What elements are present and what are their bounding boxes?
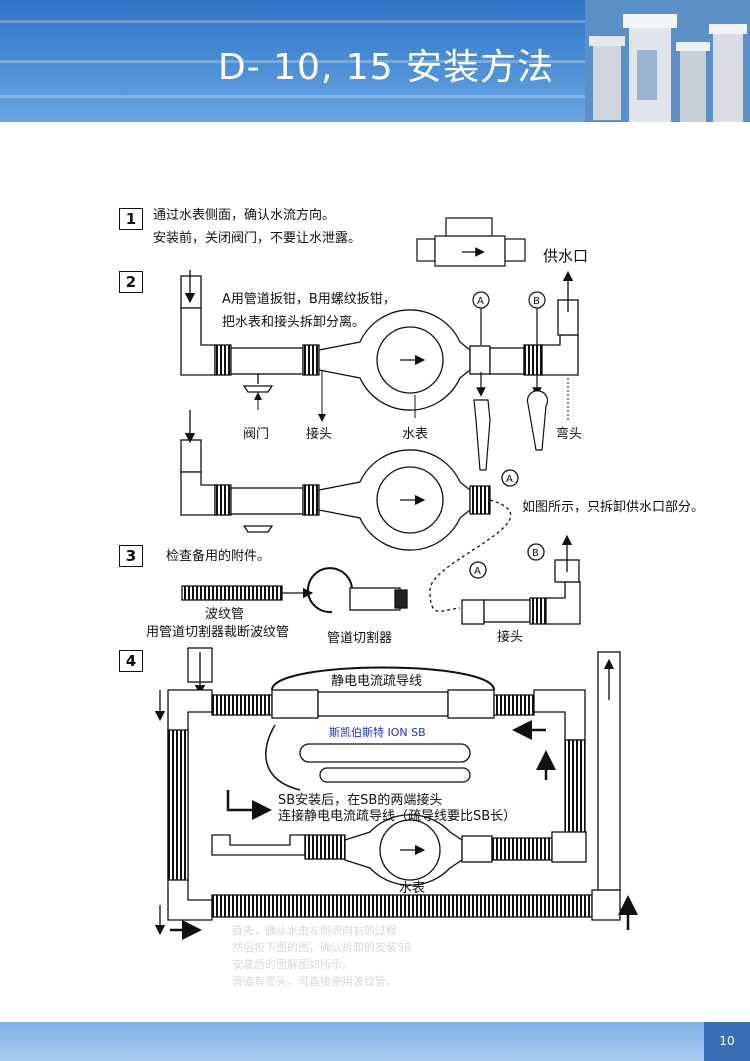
meter-side-view xyxy=(416,217,526,267)
faded-note: 首先，确认水由左侧流向右的过程 然后按下图的图，确认拆卸的安装SB 安装后的图解… xyxy=(232,922,412,990)
svg-text:B: B xyxy=(533,296,540,307)
step3-parts xyxy=(181,534,581,625)
step2-lower-assembly xyxy=(180,410,519,612)
step4-note-1: SB安装后，在SB的两端接头 xyxy=(278,793,443,808)
outlet-label: 供水口 xyxy=(543,247,589,265)
page-number: 10 xyxy=(704,1022,750,1061)
page-header: D- 10, 15 安装方法 xyxy=(0,0,750,122)
faded-line-1: 首先，确认水由左侧流向右的过程 xyxy=(232,924,397,937)
step4-meter-label: 水表 xyxy=(399,881,426,896)
faded-line-2: 然后按下图的图，确认拆卸的安装SB xyxy=(232,941,412,954)
cut-note: 用管道切割器裁断波纹管 xyxy=(146,625,290,640)
ground-wire-label: 静电电流疏导线 xyxy=(331,674,423,689)
step-number-3: 3 xyxy=(119,545,143,567)
step2-instruction-2: 把水表和接头拆卸分离。 xyxy=(222,315,366,330)
step1-instruction-1: 通过水表侧面，确认水流方向。 xyxy=(153,208,336,223)
step4-assembly xyxy=(154,647,638,940)
step3-instruction: 检查备用的附件。 xyxy=(166,549,271,564)
page-title: D- 10, 15 安装方法 xyxy=(218,47,555,88)
faded-line-3: 安装后的图解图如所示。 xyxy=(232,958,353,971)
cutter-label: 管道切割器 xyxy=(327,631,393,646)
tools: A B xyxy=(472,291,549,471)
step2-upper-assembly xyxy=(180,270,579,411)
svg-text:A: A xyxy=(477,296,484,307)
svg-text:A: A xyxy=(506,474,513,485)
step1-instruction-2: 安装前，关闭阀门，不要让水泄露。 xyxy=(153,231,362,246)
svg-text:A: A xyxy=(474,566,481,577)
step2-instruction-1: A用管道扳钳，B用螺纹扳钳， xyxy=(222,292,396,307)
step-number-1: 1 xyxy=(119,208,143,230)
page-footer: 10 xyxy=(0,1022,750,1061)
svg-text:B: B xyxy=(532,548,539,559)
meter-label: 水表 xyxy=(402,427,429,442)
step-number-4: 4 xyxy=(119,650,143,672)
valve-label: 阀门 xyxy=(243,427,270,442)
step3-joint-label: 接头 xyxy=(497,630,524,645)
product-photo xyxy=(585,0,750,122)
bellows-label: 波纹管 xyxy=(205,607,245,622)
step4-note-2: 连接静电电流疏导线（疏导线要比SB长） xyxy=(278,809,517,824)
joint-label: 接头 xyxy=(306,427,333,442)
step-number-2: 2 xyxy=(119,271,143,293)
device-label: 斯凯伯斯特 ION SB xyxy=(329,726,426,739)
elbow-label: 弯头 xyxy=(556,427,583,442)
callout-lines xyxy=(254,370,569,422)
faded-line-4: 管道有弯头，可直接使用波纹管。 xyxy=(232,975,397,988)
step2-note: 如图所示，只拆卸供水口部分。 xyxy=(522,500,705,515)
